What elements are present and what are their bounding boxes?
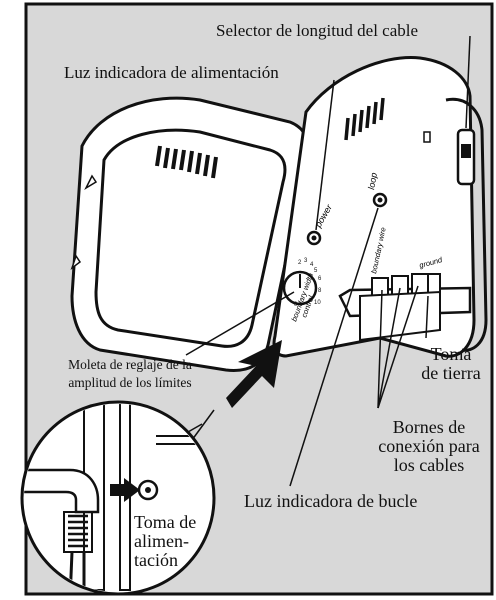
dial-number: 10 [314, 300, 321, 306]
label-power-jack-line2: alimen- [134, 531, 189, 551]
label-ground-jack: Toma de tierra [410, 345, 492, 382]
label-wire-terminals-line1: Bornes de [392, 417, 466, 437]
zoom-arrow [226, 340, 282, 408]
dial-number: 8 [318, 288, 322, 294]
label-ground-jack-line1: Toma [430, 344, 472, 364]
dial-number: 2 [298, 260, 302, 266]
dial-number: 4 [310, 262, 314, 268]
label-power-jack-line1: Toma de [134, 512, 197, 532]
device-body [272, 56, 488, 358]
lid-vent [155, 145, 218, 179]
label-wire-terminals: Bornes de conexión para los cables [366, 418, 492, 474]
label-boundary-dial: Moleta de reglaje de la amplitud de los … [30, 358, 230, 389]
label-wire-terminals-line2: conexión para [378, 436, 480, 456]
device-lid [70, 96, 311, 372]
label-boundary-dial-line2: amplitud de los límites [68, 374, 192, 390]
dial-number: 6 [318, 276, 322, 282]
label-power-jack: Toma de alimen- tación [134, 513, 196, 569]
label-power-indicator: Luz indicadora de alimentación [64, 63, 279, 82]
label-boundary-dial-line1: Moleta de reglaje de la [68, 357, 192, 372]
label-power-jack-line3: tación [134, 550, 178, 570]
label-cable-length-selector: Selector de longitud del cable [216, 21, 419, 40]
boundary-width-dial [282, 270, 318, 306]
dial-number: 3 [304, 258, 308, 264]
leader-lines [185, 35, 471, 487]
cable-length-switch [456, 128, 476, 186]
label-loop-indicator: Luz indicadora de bucle [244, 491, 418, 511]
power-jack-inset [20, 400, 216, 596]
dial-number: 5 [314, 268, 318, 274]
loop-text: loop [366, 172, 379, 190]
label-ground-jack-line2: de tierra [421, 363, 481, 383]
body-vent [344, 97, 385, 141]
dial-number: 0 [294, 302, 298, 308]
label-wire-terminals-line3: los cables [393, 455, 465, 475]
